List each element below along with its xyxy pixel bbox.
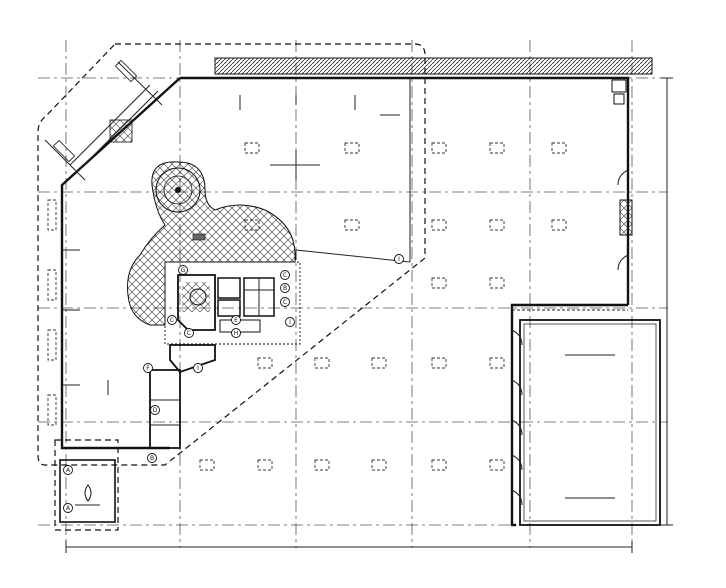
tag-circle (184, 328, 194, 338)
tag-circle (231, 328, 241, 338)
right-annex-room (512, 309, 661, 526)
tag-letter: E (234, 317, 238, 324)
tag-marker: I (394, 254, 404, 264)
existing-building-strip (214, 57, 653, 75)
tag-letter: C (170, 317, 174, 324)
door-swings (511, 79, 633, 506)
tag-letter: I (398, 256, 400, 263)
tag-marker: C (167, 315, 177, 325)
tag-circle (231, 315, 241, 325)
building-core (164, 261, 301, 374)
tag-circle (147, 453, 157, 463)
dimension-lines (65, 77, 673, 553)
tag-circle (193, 363, 203, 373)
tag-circle (167, 315, 177, 325)
tag-letter: B (283, 285, 287, 292)
tag-marker: A (63, 503, 73, 513)
tag-letter: I (289, 319, 291, 326)
tag-letter: G (181, 267, 186, 274)
tag-circle (143, 363, 153, 373)
tag-letter: C (187, 330, 191, 337)
tag-marker: I (193, 363, 203, 373)
tag-marker: A (63, 465, 73, 475)
tag-letter: A (66, 467, 71, 474)
tag-circle (394, 254, 404, 264)
tag-letter: C (283, 272, 287, 279)
tag-marker: F (143, 363, 153, 373)
tag-letter: A (66, 505, 71, 512)
entry-canopy (44, 59, 163, 181)
plaza-hatched-area (127, 161, 296, 326)
tag-letter: C (283, 299, 287, 306)
tag-letter: D (153, 407, 158, 414)
tag-marker: G (178, 265, 188, 275)
tag-letter: I (197, 365, 199, 372)
tag-marker: B (147, 453, 157, 463)
tag-circle (63, 465, 73, 475)
tag-circle (150, 405, 160, 415)
interior-partitions (62, 78, 411, 395)
tag-marker: B (280, 283, 290, 293)
tag-circle (280, 270, 290, 280)
tag-marker: C (184, 328, 194, 338)
tag-circle (285, 317, 295, 327)
tag-marker: C (280, 297, 290, 307)
tag-circle (280, 283, 290, 293)
tag-circle (280, 297, 290, 307)
tag-marker: H (231, 328, 241, 338)
tag-marker: E (231, 315, 241, 325)
tag-letter: F (146, 365, 150, 372)
tag-letter: H (234, 330, 239, 337)
tag-marker: C (280, 270, 290, 280)
service-rooms (59, 369, 181, 523)
tag-circle (63, 503, 73, 513)
tag-letter: B (150, 455, 154, 462)
tag-circle (178, 265, 188, 275)
tag-marker: I (285, 317, 295, 327)
site-boundary (37, 43, 426, 531)
tag-marker: D (150, 405, 160, 415)
